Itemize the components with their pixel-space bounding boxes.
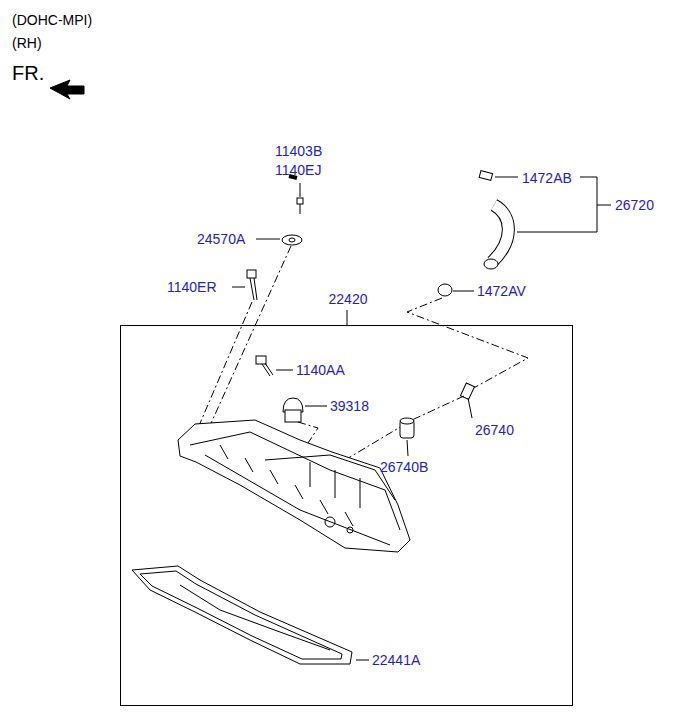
callout-number: 26740: [475, 422, 514, 438]
rocker-cover: [178, 420, 410, 552]
parts-group-box: 22420: [120, 325, 573, 706]
header-note: (DOHC-MPI): [12, 12, 92, 28]
callout-number: 26740B: [380, 459, 428, 475]
header-note: FR.: [12, 62, 44, 84]
callout-number: 1140EJ: [275, 162, 321, 178]
callout-number: 24570A: [197, 231, 245, 247]
callout-number: 22420: [329, 291, 368, 307]
header-note: (RH): [12, 35, 42, 51]
callout-number: 1472AB: [522, 170, 572, 186]
callout-number: 39318: [330, 398, 369, 414]
callout-number: 11403B: [275, 143, 322, 159]
front-arrow: [50, 80, 84, 99]
callout-number: 1140AA: [296, 362, 345, 378]
callout-number: 1140ER: [167, 279, 217, 295]
callout-number: 1472AV: [477, 283, 526, 299]
callout-number: 26720: [615, 197, 654, 213]
callout-number: 22441A: [372, 652, 420, 668]
